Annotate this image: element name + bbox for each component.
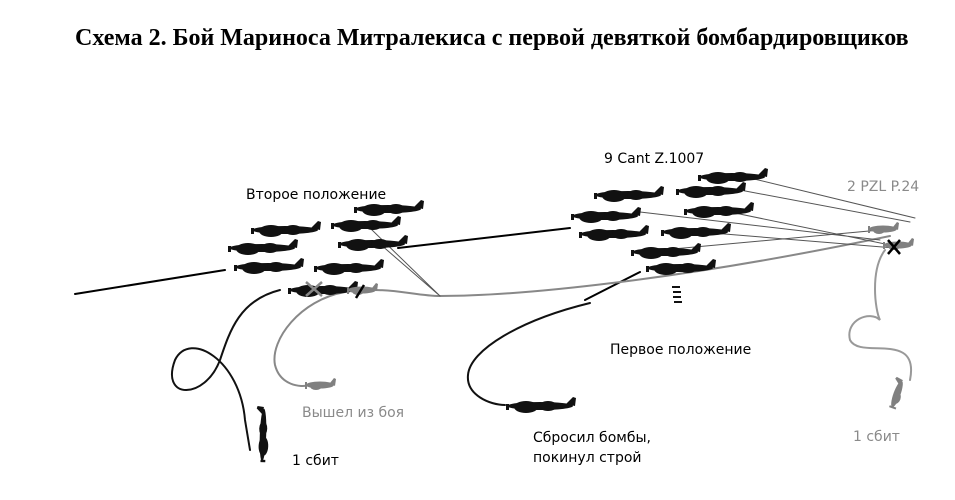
bomber-icon xyxy=(256,405,269,463)
bomber-icon xyxy=(251,221,321,237)
label-left-formation: покинул строй xyxy=(533,450,642,466)
label-shot-down-left: 1 сбит xyxy=(292,453,339,469)
planes xyxy=(228,168,914,463)
label-dropped-bombs: Сбросил бомбы, xyxy=(533,430,651,446)
label-fighters: 2 PZL P.24 xyxy=(847,179,919,195)
bomb-stack-icon xyxy=(672,286,682,303)
bomber-icon xyxy=(579,225,649,241)
bomber-icon xyxy=(506,397,576,413)
cross-icon xyxy=(887,239,901,255)
label-left-battle: Вышел из боя xyxy=(302,405,404,421)
bomber-icon xyxy=(314,259,384,275)
label-shot-down-right: 1 сбит xyxy=(853,429,900,445)
label-bombers: 9 Cant Z.1007 xyxy=(604,151,704,167)
bomber-icon xyxy=(676,182,746,198)
page-title: Схема 2. Бой Мариноса Митралекиса с перв… xyxy=(75,25,909,51)
bomber-icon xyxy=(228,239,298,255)
fighter-icon xyxy=(883,238,914,250)
bomber-icon xyxy=(234,258,304,274)
exit-track xyxy=(273,291,346,387)
bomber-icon xyxy=(338,235,408,251)
fighter-icon xyxy=(868,222,899,234)
bomber-icon xyxy=(631,243,701,259)
fire-lines xyxy=(369,177,916,297)
slash-icon xyxy=(354,284,366,299)
drop-track xyxy=(466,302,591,406)
bomber-track-right xyxy=(584,271,641,301)
fighter-icon xyxy=(305,378,336,390)
bomber-icon xyxy=(354,200,424,216)
bomber-icon xyxy=(684,202,754,218)
bomber-icon xyxy=(698,168,768,184)
bomber-icon xyxy=(661,223,731,239)
label-second-position: Второе положение xyxy=(246,187,386,203)
bomber-icon xyxy=(331,216,401,232)
label-first-position: Первое положение xyxy=(610,342,751,358)
flight-paths xyxy=(74,177,916,451)
shot-marks xyxy=(305,239,901,299)
fighter-icon xyxy=(889,376,904,410)
bomber-icon xyxy=(571,207,641,223)
falling-track-right xyxy=(848,249,913,381)
bomber-track-left xyxy=(74,269,226,295)
bomber-track-mid xyxy=(397,227,571,249)
cross-icon xyxy=(305,281,323,297)
falling-track-left xyxy=(171,289,281,451)
bomber-icon xyxy=(646,259,716,275)
bomber-icon xyxy=(594,186,664,202)
fighter-track-main xyxy=(374,235,891,298)
